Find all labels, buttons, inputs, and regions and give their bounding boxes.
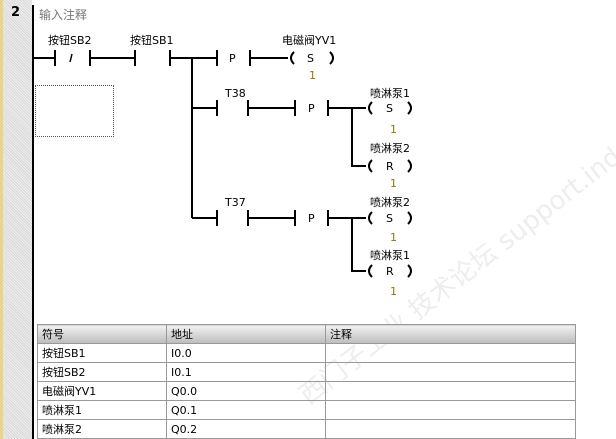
contact-label: 按钮SB1 xyxy=(130,33,174,47)
coil-label: 喷淋泵1 xyxy=(370,249,410,262)
edge-p: P xyxy=(229,52,236,65)
edge-p: P xyxy=(308,102,315,115)
coil-n: 1 xyxy=(390,177,397,190)
coil-n: 1 xyxy=(309,69,316,82)
coil-op: R xyxy=(386,265,394,278)
coil-op: R xyxy=(386,160,394,173)
col-comment[interactable]: 注释 xyxy=(325,324,576,344)
symbol-cell[interactable]: 按钮SB2 xyxy=(37,362,167,382)
coil-n: 1 xyxy=(390,231,397,244)
comment-cell[interactable] xyxy=(325,362,576,382)
address-cell[interactable]: I0.1 xyxy=(166,362,326,382)
symbol-cell[interactable]: 电磁阀YV1 xyxy=(37,381,167,401)
address-cell[interactable]: Q0.0 xyxy=(166,381,326,401)
rung-3[interactable]: T37 P 喷淋泵2 S 1 喷淋泵1 R 1 xyxy=(216,196,412,298)
coil-n: 1 xyxy=(390,285,397,298)
symbol-cell[interactable]: 按钮SB1 xyxy=(37,343,167,363)
ladder-diagram: 按钮SB2 按钮SB1 P 电磁阀YV1 S 1 T38 P 喷淋泵1 S 1 … xyxy=(33,33,412,298)
contact-label: 按钮SB2 xyxy=(48,33,92,47)
network-comment[interactable]: 输入注释 xyxy=(39,8,88,22)
coil-n: 1 xyxy=(390,123,397,136)
address-cell[interactable]: I0.0 xyxy=(166,343,326,363)
comment-cell[interactable] xyxy=(325,400,576,420)
col-address[interactable]: 地址 xyxy=(166,324,326,344)
comment-cell[interactable] xyxy=(325,381,576,401)
coil-op: S xyxy=(307,52,314,65)
symbol-cell[interactable]: 喷淋泵1 xyxy=(37,400,167,420)
rung-2[interactable]: T38 P 喷淋泵1 S 1 喷淋泵2 R 1 xyxy=(216,87,412,190)
timer-label: T38 xyxy=(224,87,246,100)
comment-cell[interactable] xyxy=(325,343,576,363)
rung-1[interactable]: 按钮SB2 按钮SB1 P 电磁阀YV1 S 1 xyxy=(33,33,336,219)
coil-label: 喷淋泵1 xyxy=(370,87,410,100)
address-cell[interactable]: Q0.2 xyxy=(166,419,326,439)
coil-label: 喷淋泵2 xyxy=(370,142,410,155)
coil-op: S xyxy=(386,212,393,225)
timer-label: T37 xyxy=(224,196,246,209)
symbol-cell[interactable]: 喷淋泵2 xyxy=(37,419,167,439)
address-cell[interactable]: Q0.1 xyxy=(166,400,326,420)
edge-p: P xyxy=(308,212,315,225)
coil-label: 电磁阀YV1 xyxy=(282,33,336,47)
network-gutter xyxy=(0,0,32,439)
coil-op: S xyxy=(386,102,393,115)
comment-cell[interactable] xyxy=(325,419,576,439)
selection-cursor xyxy=(35,85,114,137)
network-number: 2 xyxy=(11,5,21,20)
col-symbol[interactable]: 符号 xyxy=(37,324,167,344)
table-header: 符号 地址 注释 xyxy=(37,324,576,344)
coil-label: 喷淋泵2 xyxy=(370,196,410,209)
power-rail xyxy=(32,5,34,439)
